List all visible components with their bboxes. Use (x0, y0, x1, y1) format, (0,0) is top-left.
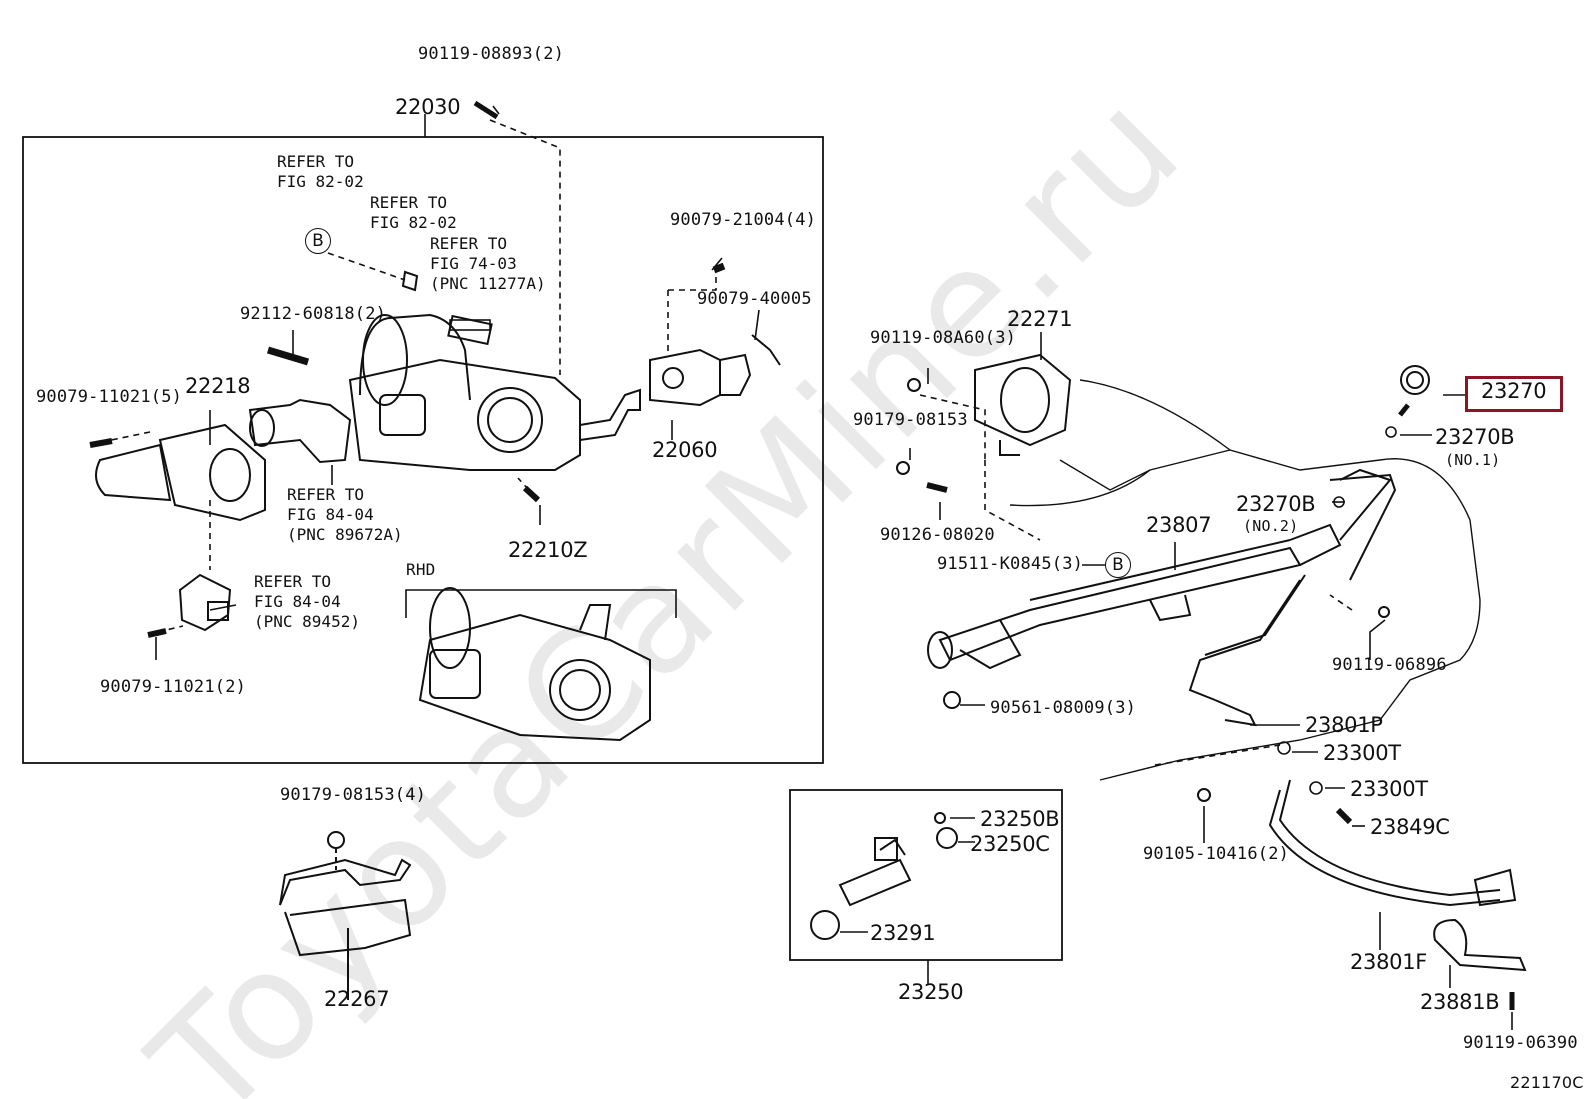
callout-circle-b-left: B (305, 228, 331, 254)
fuel-rail-23807-shape (927, 523, 1342, 670)
callout-circle-b-right: B (1105, 552, 1131, 578)
part-23881b[interactable]: 23881B (1420, 990, 1500, 1014)
part-23250c[interactable]: 23250C (970, 832, 1050, 856)
idle-valve-shape (649, 334, 781, 407)
part-23291[interactable]: 23291 (870, 921, 936, 945)
highlight-box-23270 (1465, 376, 1563, 412)
part-23250[interactable]: 23250 (898, 980, 964, 1004)
part-90119-08a60[interactable]: 90119-08A60(3) (870, 328, 1017, 348)
part-23270b-no1-note: (NO.1) (1445, 451, 1501, 469)
part-23801f[interactable]: 23801F (1350, 950, 1428, 974)
throttle-body-shape (348, 313, 641, 471)
part-23250b[interactable]: 23250B (980, 807, 1060, 831)
fuel-lines-shape (1188, 468, 1517, 907)
part-22218[interactable]: 22218 (185, 374, 251, 398)
part-90079-11021-2[interactable]: 90079-11021(2) (100, 677, 247, 697)
adapter-22218-shape (95, 423, 266, 522)
part-90119-08893[interactable]: 90119-08893(2) (418, 44, 565, 64)
part-90561-08009[interactable]: 90561-08009(3) (990, 698, 1137, 718)
part-90179-08153-4[interactable]: 90179-08153(4) (280, 785, 427, 805)
throttle-flange-22271-shape (974, 353, 1072, 456)
part-23807[interactable]: 23807 (1146, 513, 1212, 537)
part-90179-08153[interactable]: 90179-08153 (853, 410, 968, 430)
part-90079-11021-5[interactable]: 90079-11021(5) (36, 387, 183, 407)
part-23801p[interactable]: 23801P (1305, 713, 1383, 737)
throttle-body-group-box (22, 136, 824, 764)
part-90119-06390[interactable]: 90119-06390 (1463, 1033, 1578, 1053)
part-90119-06896[interactable]: 90119-06896 (1332, 655, 1447, 675)
part-22030[interactable]: 22030 (395, 95, 461, 119)
part-90105-10416[interactable]: 90105-10416(2) (1143, 844, 1290, 864)
part-23300t-a[interactable]: 23300T (1323, 741, 1401, 765)
rhd-throttle-body-shape (418, 587, 651, 742)
part-90079-21004[interactable]: 90079-21004(4) (670, 210, 817, 230)
part-23270b-no2[interactable]: 23270B (1236, 492, 1316, 516)
sensor-shape (178, 573, 232, 632)
bracket-22267-shape (279, 831, 412, 1000)
clamp-23881b-shape (1433, 918, 1527, 972)
part-22271[interactable]: 22271 (1007, 307, 1073, 331)
rhd-bracket (405, 589, 677, 618)
part-22210z[interactable]: 22210Z (508, 538, 588, 562)
reference-fig-82-02-a[interactable]: REFER TO FIG 82-02 (277, 152, 364, 191)
injector-group-box (789, 789, 1063, 961)
part-90079-40005[interactable]: 90079-40005 (697, 289, 812, 309)
part-23270b-no2-note: (NO.2) (1243, 517, 1299, 535)
part-90126-08020[interactable]: 90126-08020 (880, 525, 995, 545)
intake-manifold-outline (1009, 379, 1481, 781)
reference-fig-84-04-a[interactable]: REFER TO FIG 84-04 (PNC 89672A) (287, 485, 403, 544)
part-92112-60818[interactable]: 92112-60818(2) (240, 304, 387, 324)
elbow-shape (248, 398, 352, 464)
injector-23250-shape (810, 812, 958, 940)
part-23270b-no1[interactable]: 23270B (1435, 425, 1515, 449)
part-22267[interactable]: 22267 (324, 987, 390, 1011)
part-23849c[interactable]: 23849C (1370, 815, 1450, 839)
reference-fig-84-04-b[interactable]: REFER TO FIG 84-04 (PNC 89452) (254, 572, 360, 631)
variant-label-rhd: RHD (406, 560, 436, 579)
part-23270[interactable]: 23270 (1481, 379, 1547, 403)
reference-fig-82-02-b[interactable]: REFER TO FIG 82-02 (370, 193, 457, 232)
part-91511-k0845[interactable]: 91511-K0845(3) (937, 554, 1084, 574)
reference-fig-74-03[interactable]: REFER TO FIG 74-03 (PNC 11277A) (430, 234, 546, 293)
figure-code: 221170C (1510, 1073, 1584, 1092)
part-22060[interactable]: 22060 (652, 438, 718, 462)
part-23300t-b[interactable]: 23300T (1350, 777, 1428, 801)
